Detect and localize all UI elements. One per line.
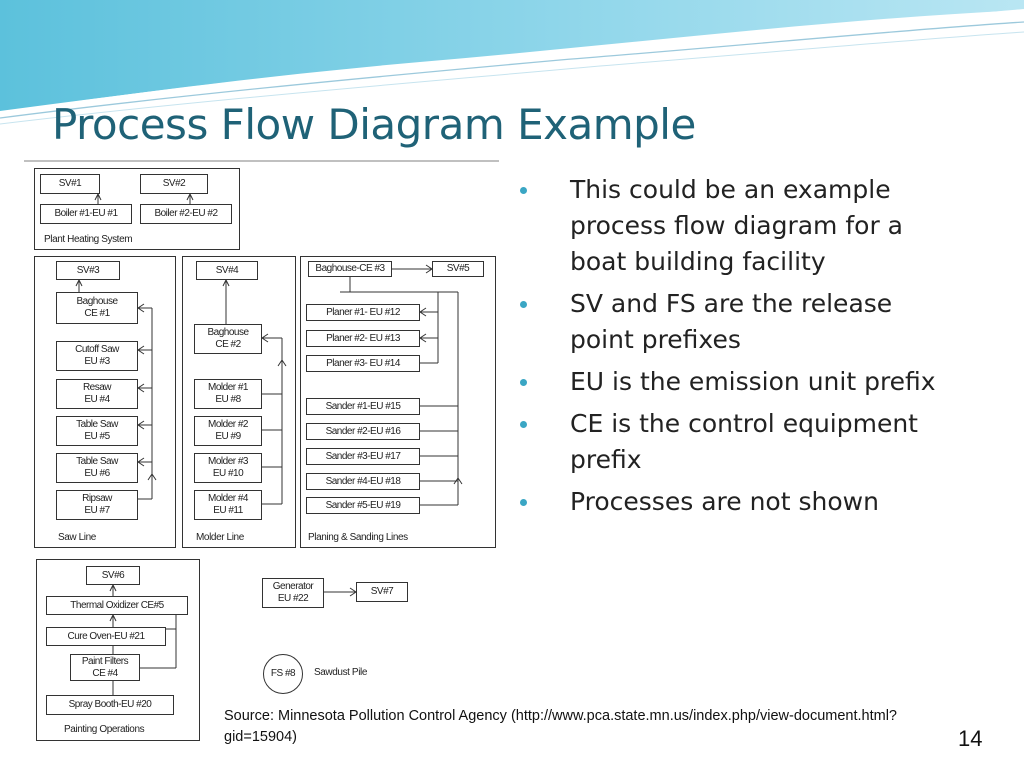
sander2-box: Sander #2-EU #16	[306, 423, 420, 440]
spray-booth-box: Spray Booth-EU #20	[46, 695, 174, 715]
page-number: 14	[958, 726, 983, 751]
fs8-circle: FS #8	[263, 654, 303, 694]
saw-line-label: Saw Line	[58, 532, 96, 543]
sander3-box: Sander #3-EU #17	[306, 448, 420, 465]
sv6-box: SV#6	[86, 566, 140, 585]
divider	[24, 160, 499, 162]
header-wave-decoration	[0, 0, 1024, 125]
baghouse-ce3-box: Baghouse-CE #3	[308, 261, 392, 277]
bullet-item: This could be an example process flow di…	[520, 172, 960, 280]
bullet-dot-icon	[520, 499, 527, 506]
sander1-box: Sander #1-EU #15	[306, 398, 420, 415]
sander5-box: Sander #5-EU #19	[306, 497, 420, 514]
sv2-box: SV#2	[140, 174, 208, 194]
plant-heating-label: Plant Heating System	[44, 234, 133, 245]
painting-operations-group	[36, 559, 200, 741]
bullet-item: EU is the emission unit prefix	[520, 364, 960, 400]
planer1-box: Planer #1- EU #12	[306, 304, 420, 321]
thermal-oxidizer-box: Thermal Oxidizer CE#5	[46, 596, 188, 615]
cure-oven-box: Cure Oven-EU #21	[46, 627, 166, 646]
source-citation: Source: Minnesota Pollution Control Agen…	[224, 708, 897, 745]
sv5-box: SV#5	[432, 261, 484, 277]
planing-sanding-group	[300, 256, 496, 548]
sv4-box: SV#4	[196, 261, 258, 280]
process-flow-diagram: SV#1 SV#2 Boiler #1-EU #1 Boiler #2-EU #…	[26, 162, 500, 752]
molder2-box: Molder #2 EU #9	[194, 416, 262, 446]
bullet-item: SV and FS are the release point prefixes	[520, 286, 960, 358]
bullet-item: CE is the control equipment prefix	[520, 406, 960, 478]
planer2-box: Planer #2- EU #13	[306, 330, 420, 347]
sv3-box: SV#3	[56, 261, 120, 280]
baghouse-ce2-box: Baghouse CE #2	[194, 324, 262, 354]
planing-sanding-label: Planing & Sanding Lines	[308, 532, 408, 543]
plant-heating-system-group	[34, 168, 240, 250]
boiler2-box: Boiler #2-EU #2	[140, 204, 232, 224]
baghouse-ce1-box: Baghouse CE #1	[56, 292, 138, 324]
resaw-box: Resaw EU #4	[56, 379, 138, 409]
table-saw-eu5-box: Table Saw EU #5	[56, 416, 138, 446]
bullet-list: This could be an example process flow di…	[520, 172, 960, 526]
sawdust-pile-label: Sawdust Pile	[314, 667, 368, 678]
generator-box: Generator EU #22	[262, 578, 324, 608]
planer3-box: Planer #3- EU #14	[306, 355, 420, 372]
molder-line-label: Molder Line	[196, 532, 244, 543]
table-saw-eu6-box: Table Saw EU #6	[56, 453, 138, 483]
bullet-dot-icon	[520, 379, 527, 386]
boiler1-box: Boiler #1-EU #1	[40, 204, 132, 224]
molder4-box: Molder #4 EU #11	[194, 490, 262, 520]
paint-filters-box: Paint Filters CE #4	[70, 654, 140, 681]
bullet-item: Processes are not shown	[520, 484, 960, 520]
bullet-dot-icon	[520, 187, 527, 194]
painting-operations-label: Painting Operations	[64, 724, 145, 735]
molder-line-group	[182, 256, 296, 548]
molder3-box: Molder #3 EU #10	[194, 453, 262, 483]
flow-connectors	[75, 192, 463, 695]
sv1-box: SV#1	[40, 174, 100, 194]
bullet-dot-icon	[520, 421, 527, 428]
bullet-dot-icon	[520, 301, 527, 308]
slide-title: Process Flow Diagram Example	[52, 100, 696, 149]
cutoff-saw-box: Cutoff Saw EU #3	[56, 341, 138, 371]
ripsaw-box: Ripsaw EU #7	[56, 490, 138, 520]
sander4-box: Sander #4-EU #18	[306, 473, 420, 490]
saw-line-group	[34, 256, 176, 548]
sv7-box: SV#7	[356, 582, 408, 602]
molder1-box: Molder #1 EU #8	[194, 379, 262, 409]
